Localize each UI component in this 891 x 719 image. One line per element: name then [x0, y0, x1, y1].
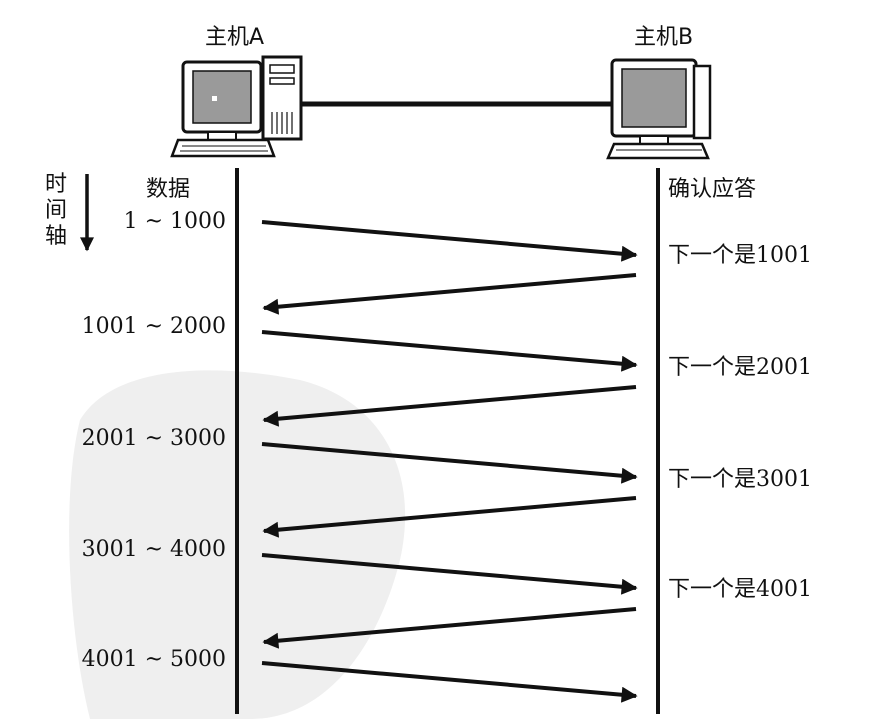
host-b-computer-icon	[606, 58, 712, 160]
time-axis-char: 轴	[44, 224, 67, 249]
host-a-label: 主机A	[205, 25, 265, 50]
data-segment-arrow	[261, 661, 638, 703]
time-axis-char: 时	[44, 172, 67, 197]
ack-arrow	[262, 496, 637, 538]
ack-label: 下一个是4001	[668, 577, 812, 602]
host-b-label: 主机B	[634, 25, 694, 50]
sender-heading: 数据	[146, 177, 191, 202]
host-a-computer-icon	[170, 55, 303, 158]
ack-arrow	[262, 607, 637, 649]
ack-arrow	[262, 385, 637, 427]
segment-label: 4001 ~ 5000	[81, 647, 226, 672]
ack-label: 下一个是1001	[668, 243, 812, 268]
time-axis-label: 时 间 轴	[44, 172, 68, 250]
data-segment-arrow	[261, 442, 638, 484]
ack-label: 下一个是3001	[668, 467, 812, 492]
data-segment-arrow	[261, 553, 638, 595]
ack-arrow	[262, 273, 637, 315]
segment-label: 2001 ~ 3000	[81, 426, 226, 451]
data-segment-arrow	[261, 220, 638, 262]
ack-label: 下一个是2001	[668, 355, 812, 380]
data-segment-arrow	[261, 330, 638, 372]
segment-label: 1 ~ 1000	[123, 209, 226, 234]
time-axis-char: 间	[44, 198, 67, 223]
segment-label: 3001 ~ 4000	[81, 537, 226, 562]
message-arrows	[261, 220, 638, 703]
segment-label: 1001 ~ 2000	[81, 314, 226, 339]
receiver-heading: 确认应答	[668, 177, 757, 202]
